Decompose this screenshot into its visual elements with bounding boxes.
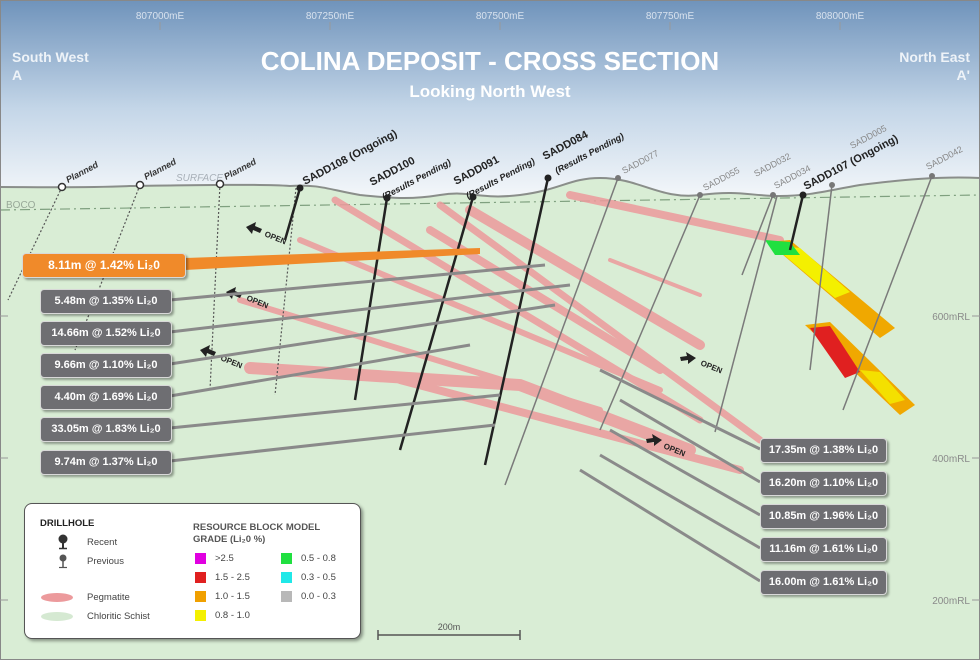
open-arrow-icon bbox=[680, 352, 696, 364]
legend-pegmatite-label: Pegmatite bbox=[87, 592, 130, 603]
intercept-label: 4.40m @ 1.69% Li₂0 bbox=[40, 385, 172, 410]
section-end-letter: A' bbox=[957, 67, 970, 83]
grade-swatch bbox=[281, 572, 292, 583]
planned-collar-icon bbox=[57, 182, 67, 192]
boco-line bbox=[0, 194, 980, 211]
easting-tick-label: 808000mE bbox=[816, 11, 865, 22]
previous-drillholes bbox=[504, 175, 933, 486]
section-start-letter: A bbox=[12, 67, 22, 83]
intercept-label: 16.00m @ 1.61% Li₂0 bbox=[760, 570, 887, 595]
page-subtitle: Looking North West bbox=[409, 82, 571, 101]
easting-tick-label: 807500mE bbox=[476, 11, 525, 22]
grade-label: 0.8 - 1.0 bbox=[215, 610, 250, 621]
sky-area bbox=[0, 0, 980, 199]
planned-collar-icon bbox=[215, 179, 225, 189]
intercept-label-highlight: 8.11m @ 1.42% Li₂0 bbox=[22, 253, 186, 278]
grade-swatch bbox=[281, 591, 292, 602]
grade-label: 0.3 - 0.5 bbox=[301, 572, 336, 583]
open-arrow-icon bbox=[200, 345, 216, 357]
highlight-leader bbox=[185, 248, 480, 270]
intercept-label: 16.20m @ 1.10% Li₂0 bbox=[760, 471, 887, 496]
grade-swatch bbox=[281, 553, 292, 564]
intercept-label: 14.66m @ 1.52% Li₂0 bbox=[40, 321, 172, 346]
grade-label: >2.5 bbox=[215, 553, 234, 564]
rl-tick-label: 400mRL bbox=[932, 454, 970, 465]
planned-collar-icon bbox=[135, 180, 145, 190]
grade-label: 1.5 - 2.5 bbox=[215, 572, 250, 583]
recent-drillhole-icon bbox=[58, 534, 68, 550]
pegmatite-bodies bbox=[237, 191, 784, 474]
easting-tick-label: 807000mE bbox=[136, 11, 185, 22]
scale-bar-label: 200m bbox=[438, 622, 461, 632]
intercept-label: 17.35m @ 1.38% Li₂0 bbox=[760, 438, 887, 463]
intercept-label: 5.48m @ 1.35% Li₂0 bbox=[40, 289, 172, 314]
rl-tick-label: 600mRL bbox=[932, 312, 970, 323]
previous-drillhole-icon bbox=[59, 554, 67, 569]
legend: DRILLHOLE Recent Previous Pegmatite Chlo… bbox=[24, 503, 361, 639]
intercept-label: 33.05m @ 1.83% Li₂0 bbox=[40, 417, 172, 442]
grade-swatch bbox=[195, 591, 206, 602]
grade-label: 0.5 - 0.8 bbox=[301, 553, 336, 564]
legend-schist-label: Chloritic Schist bbox=[87, 611, 150, 622]
surface-label: SURFACE bbox=[176, 173, 223, 184]
legend-grade-title: RESOURCE BLOCK MODEL bbox=[193, 522, 321, 533]
grade-block-model bbox=[765, 240, 915, 415]
intercept-leader-lines bbox=[169, 263, 761, 583]
legend-previous-label: Previous bbox=[87, 556, 124, 567]
easting-tick-label: 807250mE bbox=[306, 11, 355, 22]
open-arrow-icon bbox=[246, 222, 262, 234]
legend-drillhole-title: DRILLHOLE bbox=[40, 518, 95, 529]
grid-ticks bbox=[0, 22, 980, 601]
grade-swatch bbox=[195, 572, 206, 583]
legend-grade-subtitle: GRADE (Li₂0 %) bbox=[193, 534, 266, 545]
scale-bar bbox=[377, 630, 521, 640]
open-arrow-icon bbox=[646, 434, 662, 446]
intercept-label: 10.85m @ 1.96% Li₂0 bbox=[760, 504, 887, 529]
schist-swatch bbox=[41, 612, 73, 621]
grade-label: 0.0 - 0.3 bbox=[301, 591, 336, 602]
intercept-label: 9.74m @ 1.37% Li₂0 bbox=[40, 450, 172, 475]
pegmatite-swatch bbox=[41, 593, 73, 602]
grade-swatch bbox=[195, 610, 206, 621]
boco-label: BOCO bbox=[6, 200, 36, 211]
grade-swatch bbox=[195, 553, 206, 564]
legend-recent-label: Recent bbox=[87, 537, 118, 548]
section-start-name: South West bbox=[12, 49, 89, 65]
page-title: COLINA DEPOSIT - CROSS SECTION bbox=[261, 46, 719, 76]
grade-label: 1.0 - 1.5 bbox=[215, 591, 250, 602]
intercept-label: 9.66m @ 1.10% Li₂0 bbox=[40, 353, 172, 378]
easting-tick-label: 807750mE bbox=[646, 11, 695, 22]
intercept-label: 11.16m @ 1.61% Li₂0 bbox=[760, 537, 887, 562]
rl-tick-label: 200mRL bbox=[932, 596, 970, 607]
section-end-name: North East bbox=[899, 49, 970, 65]
